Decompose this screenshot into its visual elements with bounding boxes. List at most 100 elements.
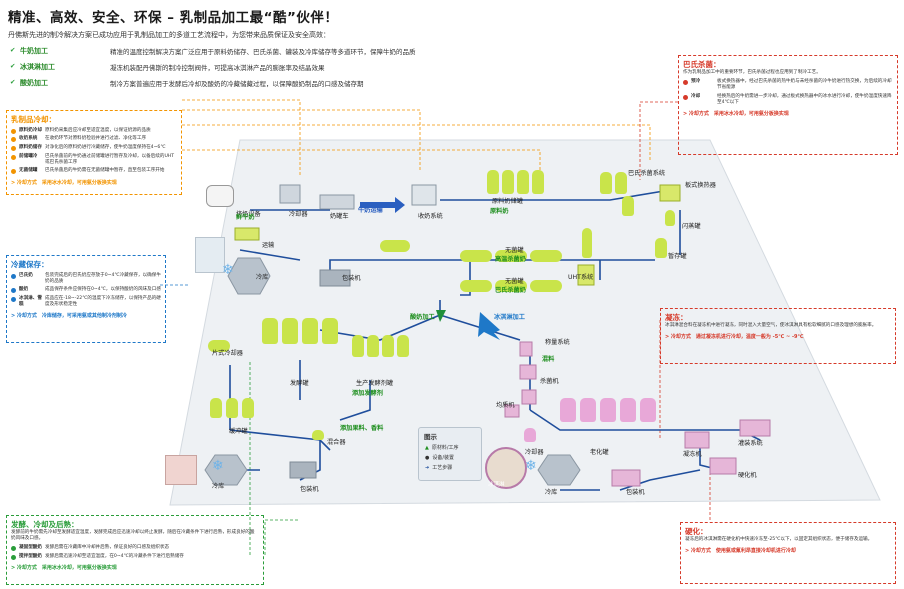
callout-para: 冰淇淋混合料在凝冻机中进行凝冻，同时混入大量空气，使冰淇淋具有松软细腻的口感及理… <box>665 323 877 328</box>
callout-row: 无菌储罐巴氏杀菌后的牛奶需在无菌储罐中暂存，直至包装工序开始 <box>11 168 177 175</box>
factory-floor <box>169 139 881 506</box>
label-milking: 挤奶设备 <box>236 211 261 218</box>
bullet-icon <box>11 169 16 175</box>
raw-tank-2 <box>502 170 514 194</box>
arrow-icecream <box>478 312 500 340</box>
callout-foot: > 冷却方式 冷库储存，可采用氨或其他制冷剂制冷 <box>11 313 127 320</box>
label-hardener: 硬化机 <box>738 472 757 479</box>
past-tank-1 <box>600 172 612 194</box>
label-aseptic1: 无菌罐 <box>505 247 524 254</box>
feature-name: 冰淇淋加工 <box>20 63 55 71</box>
cooling-tank-shape <box>279 184 301 204</box>
milk-truck-shape <box>319 194 355 210</box>
dot-icon: ● <box>425 454 430 461</box>
aging-tank-3 <box>600 398 616 422</box>
label-receiving: 收奶系统 <box>418 213 443 220</box>
callout-para: 发酵前的牛奶需先冷却至发酵适宜温度，发酵完成后应迅速冷却以终止发酵，随后在冷藏条… <box>11 530 255 542</box>
label-plate-cooler: 片式冷却器 <box>212 350 243 357</box>
bullet-icon <box>11 288 16 294</box>
starter-tank-4 <box>397 335 409 357</box>
callout-foot: > 冷却方式 采用冰水冷却，可用氨分板换实现 <box>11 179 117 186</box>
feature-desc: 凝冻机装配丹佛斯的制冷控制阀件，可提高冰淇淋产品的膨胀率及结晶效果 <box>110 64 325 72</box>
check-icon: ✔ <box>10 78 16 86</box>
past-tank-2 <box>615 172 627 194</box>
flash-tank <box>665 210 675 226</box>
cold-store-1 <box>227 257 271 295</box>
feature-icecream: ✔ 冰淇淋加工 凝冻机装配丹佛斯的制冷控制阀件，可提高冰淇淋产品的膨胀率及结晶效… <box>10 62 325 72</box>
raw-tank-3 <box>517 170 529 194</box>
bullet-icon <box>11 546 16 552</box>
callout-para: 作为乳制品加工中的重要环节，巴氏杀菌过程也应用到了制冷工艺。 <box>683 70 821 75</box>
uht-shape <box>577 264 595 286</box>
packer-1-shape <box>319 269 351 287</box>
label-transport: 牛奶运输 <box>358 207 383 214</box>
label-mixer: 混合器 <box>327 439 346 446</box>
ferment-tank-1 <box>262 318 278 344</box>
feature-desc: 精准的温度控制解决方案广泛应用于原料奶储存、巴氏杀菌、罐装及冷库储存等多道环节，… <box>110 48 416 56</box>
callout-hardening: 硬化： 凝冻后的冰淇淋需在硬化机中快速冷冻至-25℃以下，以固定其组织状态，便于… <box>680 522 896 584</box>
label-raw-milk: 原料奶 <box>490 208 509 215</box>
label-past-milk: 巴氏杀菌奶 <box>495 287 526 294</box>
callout-row: 预冷板式换热器中，经过巴氏杀菌的热牛奶与未经杀菌的冷牛奶进行热交换，为后续的冷却… <box>683 79 893 91</box>
label-cooling-tank: 冷却器 <box>289 211 308 218</box>
label-uht: UHT系统 <box>568 274 594 281</box>
truck-shape <box>234 227 260 241</box>
callout-row: 巴氏奶包装完成后的巴氏奶应存放于0~4℃冷藏保存，以确保牛奶的品质 <box>11 273 161 285</box>
label-packer3: 包装机 <box>626 489 645 496</box>
label-add-fruit: 添加果料、香料 <box>340 425 384 432</box>
label-packer2: 包装机 <box>300 486 319 493</box>
label-aging: 老化罐 <box>590 449 609 456</box>
plate-hx-shape <box>659 184 681 202</box>
label-weigh: 称量系统 <box>545 339 570 346</box>
callout-line-past <box>639 101 678 180</box>
label-add-starter: 添加发酵剂 <box>352 390 383 397</box>
mixer-shape <box>312 430 324 440</box>
aging-tank-2 <box>580 398 596 422</box>
callout-freezing: 凝冻： 冰淇淋混合料在凝冻机中进行凝冻，同时混入大量空气，使冰淇淋具有松软细腻的… <box>660 308 896 364</box>
pipe-starter <box>339 380 371 421</box>
freezer-shape <box>684 431 710 449</box>
pipe-aseptic2 <box>460 260 471 296</box>
callout-row: 冰淇淋、雪糕成品应在-18~-22℃的温度下冷冻储存，以保持产品的硬度及形状稳定… <box>11 296 161 308</box>
label-milk-truck: 奶罐车 <box>330 213 349 220</box>
milk-glass-image <box>195 237 225 273</box>
cow-image <box>206 185 234 207</box>
arrow-yogurt <box>436 310 446 322</box>
homog-shape <box>504 404 520 418</box>
snowflake-icon: ❄ <box>222 262 234 278</box>
label-cooler3: 冷却器 <box>525 449 544 456</box>
label-ice-cream-photo: 冰淇淋 <box>488 482 505 488</box>
bullet-icon <box>11 555 16 561</box>
feature-milk: ✔ 牛奶加工 精准的温度控制解决方案广泛应用于原料奶储存、巴氏杀菌、罐装及冷库储… <box>10 46 416 56</box>
feature-name: 牛奶加工 <box>20 47 48 55</box>
aseptic-tank-a1 <box>460 250 492 262</box>
callout-foot: > 冷却方式 采用冰水冷却，可用氨分板换实现 <box>683 111 789 118</box>
triangle-icon: ▲ <box>425 444 429 451</box>
aseptic-tank-a2 <box>495 250 527 262</box>
intro-text: 丹佛斯先进的制冷解决方案已成功应用于乳制品加工的多道工艺流程中，为您带来品质保证… <box>8 31 330 39</box>
yogurt-image <box>165 455 197 485</box>
cold-store-3 <box>537 454 581 486</box>
callout-title: 发酵、冷却及后熟： <box>11 520 79 529</box>
callout-title: 冷藏保存： <box>11 260 49 269</box>
bullet-icon <box>11 137 16 143</box>
legend-item-step: ➜ 工艺步骤 <box>425 464 453 472</box>
bullet-icon <box>683 94 688 100</box>
bullet-icon <box>11 273 16 279</box>
label-uht-milk: 高温杀菌奶 <box>495 256 526 263</box>
arrow-icon: ➜ <box>425 464 430 471</box>
aseptic-tank-a3 <box>530 250 562 262</box>
bullet-icon <box>11 154 16 160</box>
ferment-tank-2 <box>282 318 298 344</box>
bullet-icon <box>11 145 16 151</box>
aging-tank-5 <box>640 398 656 422</box>
ferment-tank-4 <box>322 318 338 344</box>
callout-title: 巴氏杀菌： <box>683 60 721 69</box>
label-steril: 杀菌机 <box>540 378 559 385</box>
callout-cold-storage: 冷藏保存： 巴氏奶包装完成后的巴氏奶应存放于0~4℃冷藏保存，以确保牛奶的品质 … <box>6 255 166 343</box>
label-freezer: 凝冻机 <box>683 451 702 458</box>
starter-tank-1 <box>352 335 364 357</box>
pipe-yogurt <box>319 314 441 341</box>
callout-line-milk4 <box>182 109 421 172</box>
